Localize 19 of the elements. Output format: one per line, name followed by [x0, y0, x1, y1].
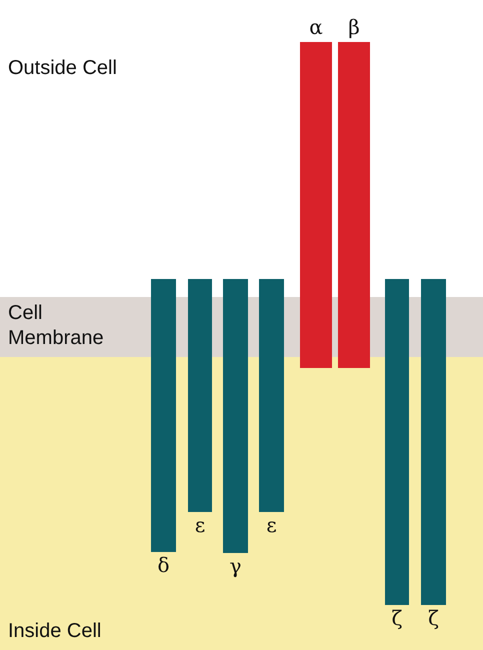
chain-label: ζ [390, 607, 404, 629]
chain-label: ζ [427, 607, 440, 629]
protein-chain-bar [338, 42, 370, 368]
protein-chain-bar [300, 42, 332, 368]
chain-label: β [347, 16, 361, 38]
protein-chain-bar [151, 279, 176, 552]
chain-label: ε [265, 514, 278, 536]
chain-label: α [308, 16, 324, 38]
protein-chain-bar [259, 279, 284, 512]
region-label: Outside Cell [8, 56, 118, 81]
chain-label: ε [194, 514, 206, 536]
protein-chain-bar [188, 279, 212, 512]
protein-chain-bar [421, 279, 446, 605]
chain-label: γ [228, 555, 242, 577]
chain-label: δ [156, 554, 171, 576]
protein-chain-bar [385, 279, 409, 605]
region-label: Cell Membrane [8, 301, 105, 351]
protein-chain-bar [223, 279, 248, 553]
region-label: Inside Cell [8, 619, 102, 644]
